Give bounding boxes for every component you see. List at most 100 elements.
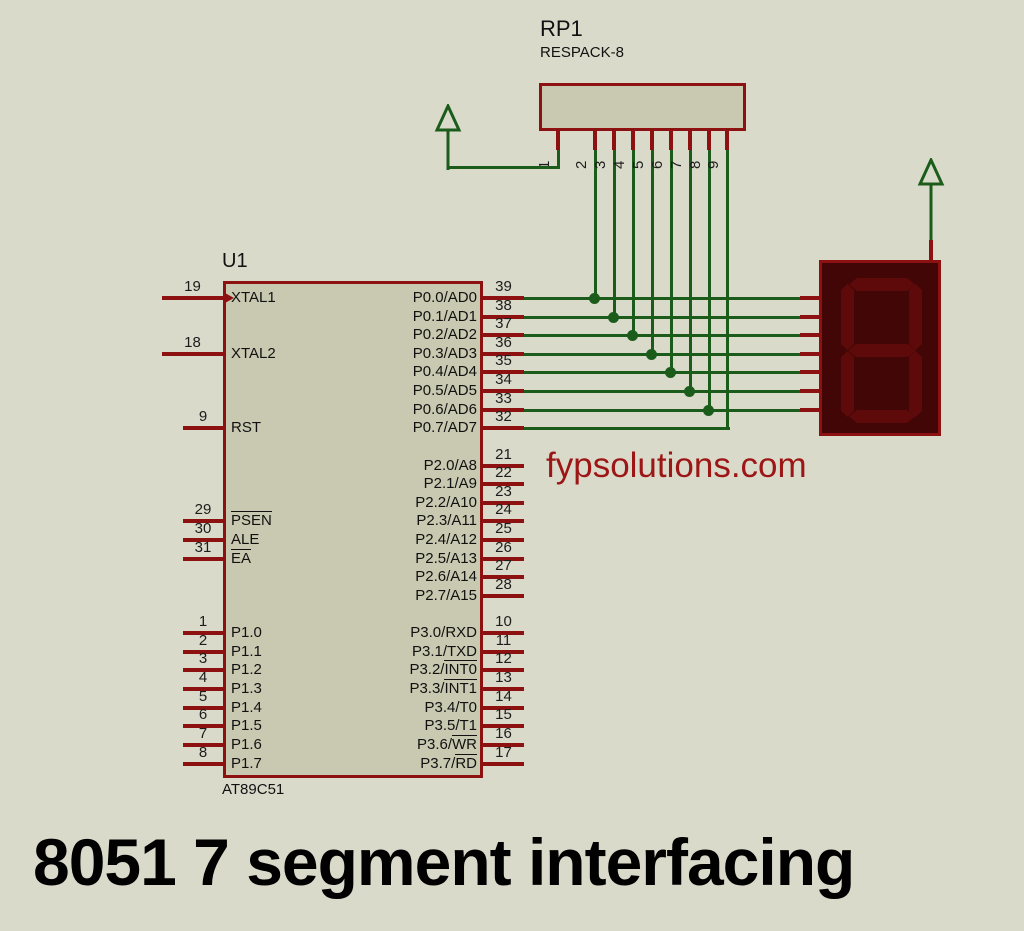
pin-stub [483, 426, 524, 430]
pin-label-P1.2: P1.2 [231, 661, 262, 678]
wire-segment [524, 409, 800, 412]
display-pin-stub [800, 408, 819, 412]
pin-label-P2.7/A15: P2.7/A15 [415, 587, 477, 604]
pin-number: 2 [198, 632, 208, 649]
pin-number: 8 [198, 744, 208, 761]
pin-stub [183, 743, 223, 747]
pin-stub [183, 650, 223, 654]
pin-number: 23 [495, 483, 512, 500]
pin-stub [483, 501, 524, 505]
pin-stub [483, 575, 524, 579]
wire-segment [726, 150, 729, 430]
junction-dot [608, 312, 619, 323]
segment-d [849, 410, 915, 423]
wire-segment [670, 150, 673, 374]
wire-segment [524, 334, 800, 337]
power-symbol-display [917, 158, 945, 242]
pin-stub [483, 408, 524, 412]
pin-number: 33 [495, 390, 512, 407]
respack-pin-number: 6 [649, 160, 666, 169]
pin-number: 1 [198, 613, 208, 630]
wire-segment [651, 150, 654, 356]
pin-number: 25 [495, 520, 512, 537]
pin-number: 13 [495, 669, 512, 686]
pin-stub [483, 743, 524, 747]
respack-body [539, 83, 746, 131]
wire-segment [632, 150, 635, 337]
wire-segment [524, 427, 730, 430]
respack-pin-stub [650, 131, 654, 150]
pin-stub [183, 706, 223, 710]
pin-label-P2.2/A10: P2.2/A10 [415, 494, 477, 511]
overline-text: WR [452, 735, 477, 753]
respack-pin-number: 5 [630, 160, 647, 169]
segment-f [841, 284, 854, 350]
overline-text: EA [231, 549, 252, 567]
pin-label-XTAL1: XTAL1 [231, 289, 276, 306]
wire-segment [613, 150, 616, 319]
pin-stub [183, 762, 223, 766]
page-title: 8051 7 segment interfacing [33, 825, 855, 899]
pin-stub [483, 724, 524, 728]
pin-stub [483, 557, 524, 561]
pin-label-P1.1: P1.1 [231, 643, 262, 660]
pin-label-P3.6/WR: P3.6/WR [416, 735, 477, 753]
display-pin-stub [800, 315, 819, 319]
display-pin-stub [800, 333, 819, 337]
pin-label-P1.3: P1.3 [231, 680, 262, 697]
seven-segment-display [819, 260, 941, 436]
respack-pin-stub [631, 131, 635, 150]
pin-number: 15 [495, 706, 512, 723]
pin-number: 37 [495, 315, 512, 332]
pin-stub [183, 519, 223, 523]
pin-number: 14 [495, 688, 512, 705]
chip-ref-label: U1 [222, 250, 248, 272]
pin-number: 5 [198, 688, 208, 705]
pin-number: 36 [495, 334, 512, 351]
pin-number: 30 [194, 520, 212, 537]
junction-dot [665, 367, 676, 378]
pin-number: 28 [495, 576, 512, 593]
overline-text: INT1 [444, 679, 477, 697]
pin-stub [162, 352, 223, 356]
wire-segment [708, 150, 711, 412]
microcontroller-body [223, 281, 483, 778]
pin-label-P3.2/INT0: P3.2/INT0 [409, 660, 477, 678]
pin-label-P3.4/T0: P3.4/T0 [424, 699, 477, 716]
pin-number: 34 [495, 371, 512, 388]
display-pin-stub [800, 389, 819, 393]
pin-label-P1.6: P1.6 [231, 736, 262, 753]
junction-dot [627, 330, 638, 341]
pin-label-EA: EA [231, 549, 252, 568]
pin-stub [483, 333, 524, 337]
pin-label-P0.1/AD1: P0.1/AD1 [412, 308, 477, 325]
pin-label-P0.7/AD7: P0.7/AD7 [412, 419, 477, 436]
pin-stub [483, 389, 524, 393]
pin-number: 24 [495, 501, 512, 518]
pin-stub [483, 315, 524, 319]
respack-part-label: RESPACK-8 [540, 44, 624, 61]
display-pin-stub [800, 352, 819, 356]
pin-label-P1.0: P1.0 [231, 624, 262, 641]
pin-stub [183, 538, 223, 542]
pin-stub [483, 650, 524, 654]
pin-number: 12 [495, 650, 512, 667]
respack-pin-stub [688, 131, 692, 150]
pin-label-P2.5/A13: P2.5/A13 [415, 550, 477, 567]
pin-label-P2.6/A14: P2.6/A14 [415, 568, 477, 585]
pin-stub [183, 426, 223, 430]
respack-pin-stub [556, 131, 560, 150]
segment-a [849, 278, 915, 291]
respack-pin-number: 2 [573, 160, 590, 169]
chip-part-label: AT89C51 [222, 781, 285, 798]
pin-number: 16 [495, 725, 512, 742]
pin-number: 35 [495, 352, 512, 369]
display-pin-stub [800, 370, 819, 374]
pin-number: 9 [198, 408, 208, 425]
pin-label-P0.4/AD4: P0.4/AD4 [412, 363, 477, 380]
junction-dot [589, 293, 600, 304]
pin-number: 18 [184, 334, 201, 351]
respack-pin-stub [707, 131, 711, 150]
wire-segment [557, 150, 560, 169]
